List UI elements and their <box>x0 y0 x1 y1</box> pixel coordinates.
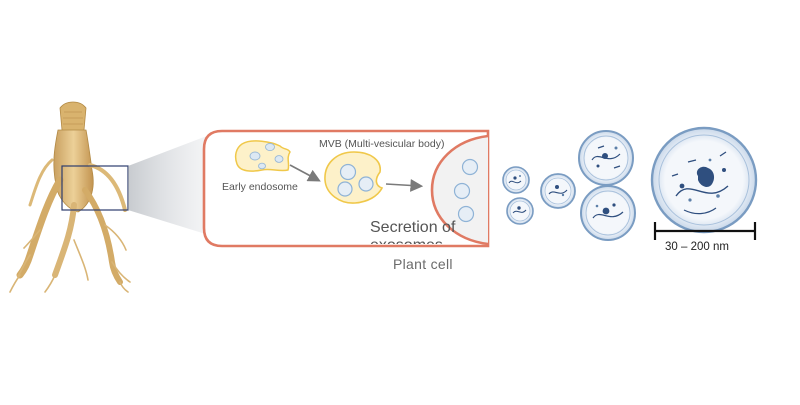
label-secretion-line2: exosomes <box>370 237 443 244</box>
vesicle <box>453 182 471 200</box>
label-early-endosome: Early endosome <box>222 181 298 193</box>
label-secretion-clip: Secretion of exosomes <box>360 216 470 244</box>
plant-cell-panel <box>202 129 490 248</box>
early-endosome <box>234 140 291 172</box>
label-mvb: MVB (Multi-vesicular body) <box>319 138 445 150</box>
arrow-icon <box>385 179 424 192</box>
label-plant-cell: Plant cell <box>393 256 453 272</box>
vesicle <box>457 205 475 223</box>
exosome <box>506 197 534 225</box>
vesicle <box>461 158 479 176</box>
exosome <box>580 185 636 241</box>
exosome-large <box>650 126 758 234</box>
exosome <box>540 173 576 209</box>
label-scale: 30 – 200 nm <box>665 241 729 253</box>
ginseng-root-image <box>9 101 131 293</box>
arrow-icon <box>289 164 321 182</box>
exosome <box>502 166 530 194</box>
zoom-projection <box>128 134 212 236</box>
exosome-group <box>502 126 758 241</box>
label-secretion-line1: Secretion of <box>370 219 456 236</box>
label-secretion: Secretion of exosomes <box>370 219 455 244</box>
exosome <box>578 130 634 186</box>
scale-bar <box>653 222 757 240</box>
